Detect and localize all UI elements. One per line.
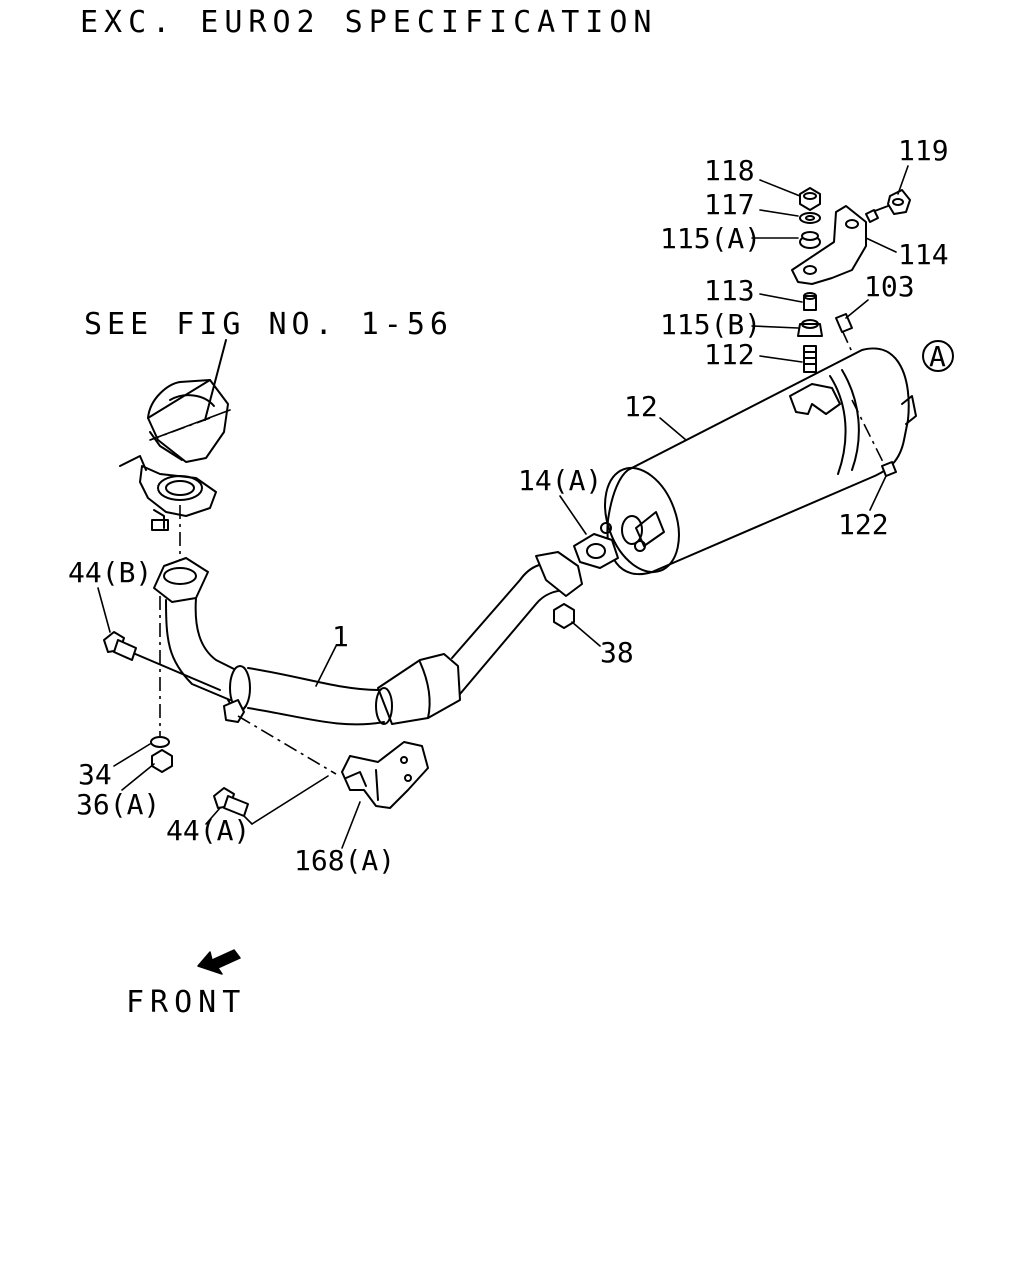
rubber-mount-115a (799, 231, 821, 249)
diagram-title: EXC. EURO2 SPECIFICATION (80, 5, 657, 40)
nut-119 (865, 189, 911, 223)
callout-122: 122 (838, 508, 889, 541)
callout-113: 113 (704, 274, 755, 307)
bolt-103 (835, 313, 853, 333)
washer-117 (799, 212, 821, 224)
rubber-mount-115b (797, 319, 823, 337)
leader-lines (97, 165, 909, 849)
support-bracket-168a (341, 741, 429, 809)
callout-112: 112 (704, 338, 755, 371)
collar-113 (803, 292, 817, 311)
callout-115b: 115(B) (660, 308, 761, 341)
callout-115a: 115(A) (660, 222, 761, 255)
washer-34 (150, 736, 170, 748)
callout-12: 12 (624, 390, 658, 423)
callout-14a: 14(A) (518, 464, 602, 497)
callout-34: 34 (78, 758, 112, 791)
plug-122 (881, 461, 897, 477)
callout-36a: 36(A) (76, 788, 160, 821)
stud-112 (803, 345, 817, 373)
callout-1: 1 (332, 620, 349, 653)
exhaust-manifold-outlet (119, 339, 229, 531)
callout-44b: 44(B) (68, 556, 152, 589)
bolt-44b (103, 631, 137, 661)
muffler (600, 347, 917, 576)
gasket-14a (573, 533, 619, 569)
front-direction-arrow (197, 949, 241, 975)
callout-114: 114 (898, 238, 949, 271)
callout-168a: 168(A) (294, 844, 395, 877)
callout-103: 103 (864, 270, 915, 303)
front-exhaust-pipe (153, 551, 583, 726)
see-figure-reference: SEE FIG NO. 1-56 (84, 307, 453, 342)
callout-circle-a: A (929, 340, 946, 373)
callout-117: 117 (704, 188, 755, 221)
front-label: FRONT (126, 985, 246, 1020)
mount-bracket-114 (791, 205, 867, 285)
nut-118 (799, 187, 821, 211)
nut-38 (553, 603, 575, 629)
bolt-44a (213, 787, 249, 817)
callout-44a: 44(A) (166, 814, 250, 847)
callout-38: 38 (600, 636, 634, 669)
view-a-marker (922, 340, 954, 372)
nut-36a (151, 749, 173, 773)
callout-118: 118 (704, 154, 755, 187)
callout-119: 119 (898, 134, 949, 167)
